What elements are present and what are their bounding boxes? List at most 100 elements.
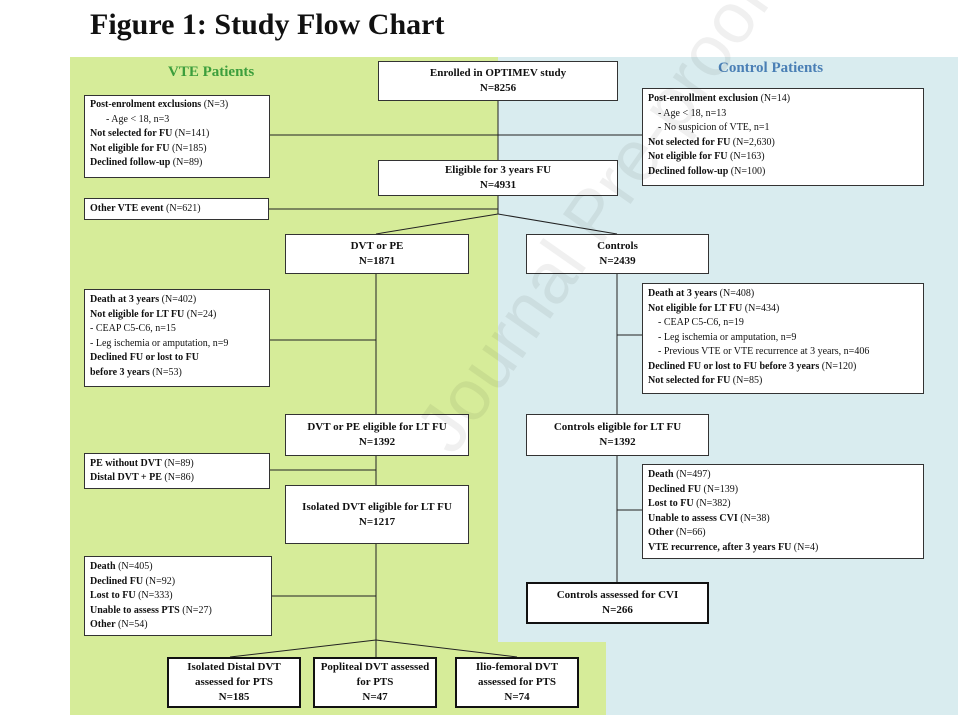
vte-final-exclusion-box: Death (N=405) Declined FU (N=92) Lost to… [84,556,272,636]
ctl-previous-vte-item: - Previous VTE or VTE recurrence at 3 ye… [658,346,870,357]
controls-label: Controls [597,240,638,252]
vte-leg-item: - Leg ischemia or amputation, n=9 [90,337,229,349]
vte-declined-head: Declined follow-up [90,157,171,168]
line-to-dvt-pe [375,213,499,235]
ctl-declined-count: (N=100) [728,165,766,177]
ctl-not-selected-count: (N=2,630) [730,136,775,148]
controls-lt-label: Controls eligible for LT FU [553,421,682,433]
vte-final-unable-count: (N=27) [179,604,212,616]
vte-final-declined-count: (N=92) [143,575,176,587]
outcome-iliofemoral-n: N=74 [504,691,530,703]
line-to-iliofemoral [375,639,518,658]
ctl-final-recurrence-count: (N=4) [791,541,819,553]
ctl-final-death-head: Death [648,469,674,480]
vte-not-eligible-head: Not eligible for FU [90,142,170,154]
vte-final-declined-head: Declined FU [90,575,144,587]
controls-lt-box: Controls eligible for LT FU N=1392 [526,414,709,456]
ctl-final-exclusion-box: Death (N=497) Declined FU (N=139) Lost t… [642,464,924,559]
vte-other-event-box: Other VTE event (N=621) [84,198,269,220]
ctl-declined-head: Declined follow-up [648,165,729,177]
ctl-not-eligible-lt-head: Not eligible for LT FU [648,302,743,314]
controls-heading: Control Patients [718,60,824,76]
controls-lt-n: N=1392 [599,436,636,448]
vte-declined-lost-b: before 3 years [90,366,150,378]
vte-final-unable-head: Unable to assess PTS [90,604,180,616]
vte-post-enrolment-box: Post-enrolment exclusions (N=3) - Age < … [84,95,270,178]
vte-declined-count: (N=89) [170,157,203,168]
vte-other-event-count: (N=621) [163,203,201,214]
ctl-3y-exclusion-box: Death at 3 years (N=408) Not eligible fo… [642,283,924,394]
outcome-iliofemoral-label: Ilio-femoral DVT assessed for PTS [475,661,559,688]
vte-final-death-count: (N=405) [115,561,153,572]
ctl-death3-count: (N=408) [717,288,755,299]
outcome-iliofemoral-box: Ilio-femoral DVT assessed for PTS N=74 [455,657,579,708]
vte-age-item: - Age < 18, n=3 [106,113,170,125]
controls-cvi-n: N=266 [602,604,633,616]
vte-not-eligible-lt-head: Not eligible for LT FU [90,308,185,320]
ctl-declined-lost-head: Declined FU or lost to FU before 3 years [648,360,820,372]
vte-final-other-head: Other [90,619,116,630]
controls-panel-extension [606,642,958,715]
ctl-final-unable-count: (N=38) [737,512,770,524]
vte-death3-head: Death at 3 years [90,294,160,305]
ctl-final-death-count: (N=497) [673,469,711,480]
vte-distal-pe-count: (N=86) [161,472,194,483]
ctl-final-recurrence-head: VTE recurrence, after 3 years FU [648,541,792,553]
dvt-pe-n: N=1871 [358,255,396,267]
vte-final-other-count: (N=54) [115,619,148,630]
ctl-not-eligible-head: Not eligible for FU [648,151,728,162]
outcome-distal-box: Isolated Distal DVT assessed for PTS N=1… [167,657,301,708]
vte-not-selected-count: (N=141) [172,128,210,139]
outcome-popliteal-n: N=47 [362,691,388,703]
vte-pe-exclusion-box: PE without DVT (N=89) Distal DVT + PE (N… [84,453,270,489]
eligible-3y-n: N=4931 [479,179,517,191]
ctl-final-other-head: Other [648,527,674,538]
isolated-dvt-label: Isolated DVT eligible for LT FU [302,500,452,513]
ctl-not-selected2-head: Not selected for FU [648,375,731,386]
vte-other-event-head: Other VTE event [90,203,164,214]
controls-box: Controls N=2439 [526,234,709,274]
ctl-final-declined-head: Declined FU [648,483,702,495]
figure-title: Figure 1: Study Flow Chart [90,8,445,41]
line-to-controls [497,213,618,235]
line-to-distal [229,639,377,658]
ctl-age-item: - Age < 18, n=13 [658,107,727,119]
outcome-popliteal-box: Popliteal DVT assessed for PTS N=47 [313,657,437,708]
ctl-post-enrolment-box: Post-enrollment exclusion (N=14) - Age <… [642,88,924,186]
ctl-final-lost-count: (N=382) [693,498,731,509]
ctl-final-declined-count: (N=139) [701,483,739,495]
vte-ceap-item: - CEAP C5-C6, n=15 [90,323,176,334]
vte-final-death-head: Death [90,561,116,572]
vte-final-lost-head: Lost to FU [90,590,136,601]
ctl-final-unable-head: Unable to assess CVI [648,512,738,524]
ctl-leg-item: - Leg ischemia or amputation, n=9 [658,331,797,343]
ctl-death3-head: Death at 3 years [648,288,718,299]
controls-cvi-box: Controls assessed for CVI N=266 [526,582,709,624]
vte-post-enrolment-count: (N=3) [201,99,229,110]
vte-heading: VTE Patients [168,64,255,80]
ctl-no-suspicion-item: - No suspicion of VTE, n=1 [658,122,770,133]
ctl-post-enrolment-count: (N=14) [758,93,791,104]
ctl-final-lost-head: Lost to FU [648,498,694,509]
vte-death3-count: (N=402) [159,294,197,305]
ctl-final-other-count: (N=66) [673,527,706,538]
eligible-3y-box: Eligible for 3 years FU N=4931 [378,160,618,196]
eligible-3y-label: Eligible for 3 years FU [444,164,552,176]
vte-final-lost-count: (N=333) [135,590,173,601]
ctl-not-selected2-count: (N=85) [730,375,763,386]
outcome-distal-n: N=185 [218,691,250,703]
dvt-pe-lt-box: DVT or PE eligible for LT FU N=1392 [285,414,469,456]
vte-declined-lost-a: Declined FU or lost to FU [90,352,199,363]
ctl-declined-lost-count: (N=120) [819,360,857,372]
dvt-pe-box: DVT or PE N=1871 [285,234,469,274]
isolated-dvt-n: N=1217 [358,515,396,528]
vte-distal-pe-head: Distal DVT + PE [90,472,162,483]
vte-post-enrolment-head: Post-enrolment exclusions [90,99,202,110]
enrolled-box: Enrolled in OPTIMEV study N=8256 [378,61,618,101]
ctl-not-eligible-lt-count: (N=434) [742,302,780,314]
enrolled-n: N=8256 [479,82,517,94]
dvt-pe-lt-label: DVT or PE eligible for LT FU [307,421,447,433]
ctl-ceap-item: - CEAP C5-C6, n=19 [658,317,744,328]
outcome-popliteal-label: Popliteal DVT assessed for PTS [320,661,430,688]
